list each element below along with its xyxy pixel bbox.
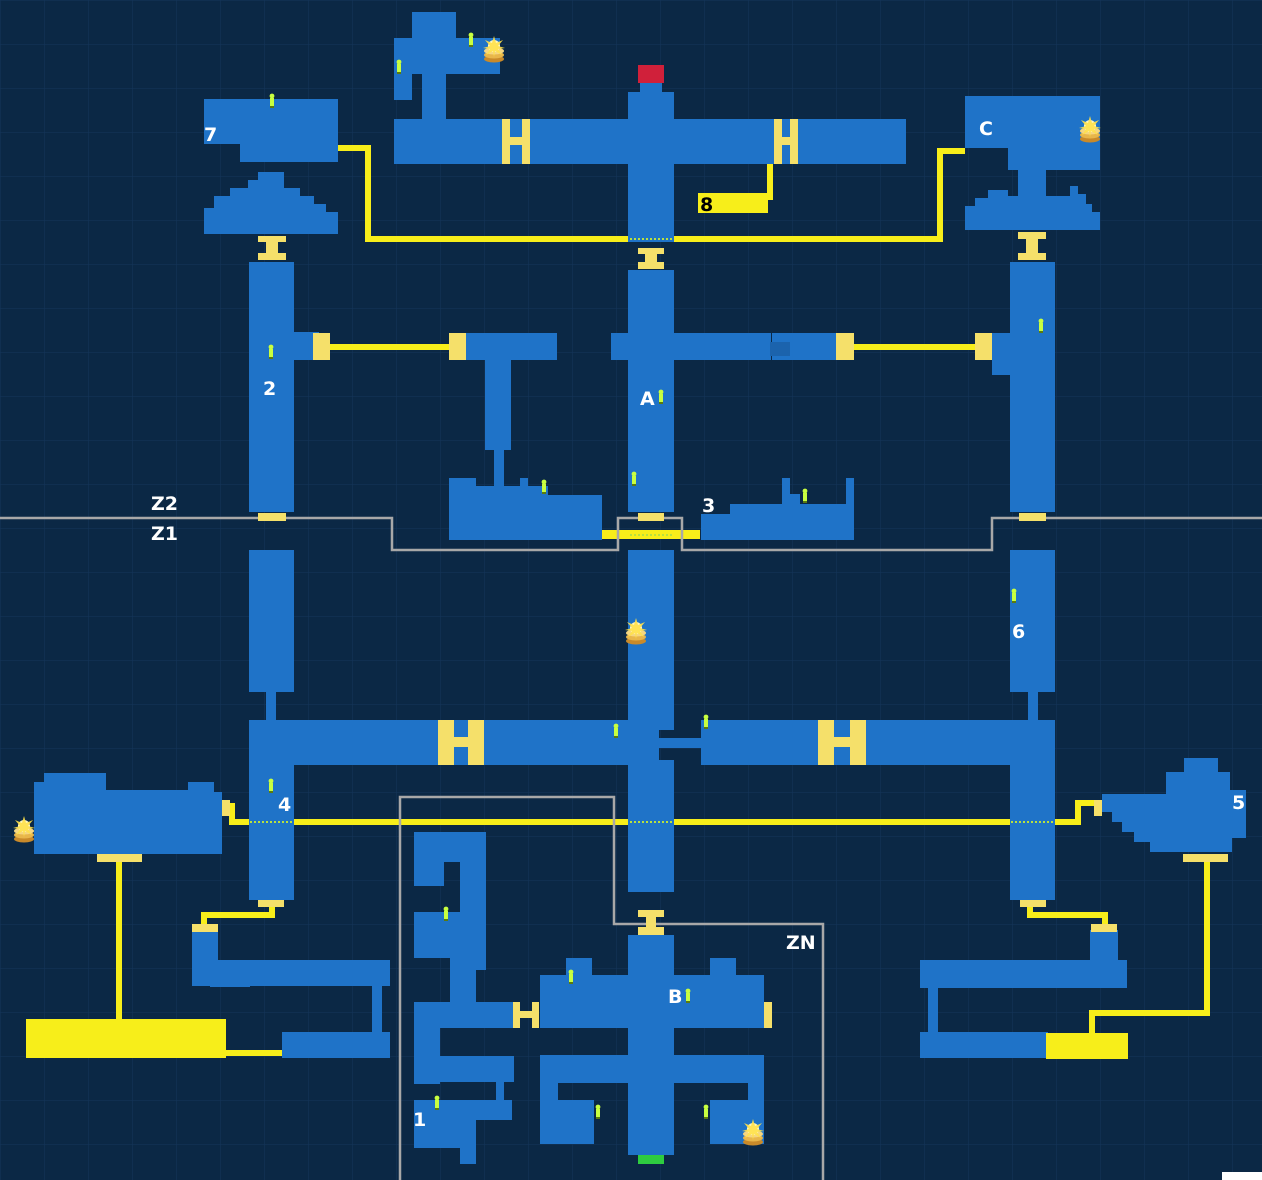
- key-icon: [595, 1104, 601, 1119]
- door-z-center: [638, 513, 664, 521]
- door-z-right: [1019, 513, 1046, 521]
- key-icon: [703, 714, 709, 729]
- corridor-row-822: [229, 800, 1100, 825]
- corridor-block-right: [1046, 1033, 1128, 1059]
- corridor-lower-right: [1027, 905, 1108, 930]
- gate-top-right: [774, 119, 798, 164]
- door-room5-under: [1183, 854, 1228, 862]
- door-332-right-a: [836, 333, 854, 360]
- start-marker: [638, 1155, 664, 1164]
- room-label-6: 6: [1012, 621, 1025, 643]
- key-icon: [568, 969, 574, 984]
- key-icon: [443, 906, 449, 921]
- door-left-bottom: [258, 900, 284, 907]
- corridor-lower-left: [201, 905, 275, 930]
- room-label-4: 4: [278, 794, 291, 816]
- room-label-3: 3: [702, 495, 715, 517]
- door-room4-right: [222, 800, 230, 816]
- door-left-top: [258, 236, 286, 242]
- gate-top-left: [502, 119, 530, 164]
- room-c-lower: [965, 186, 1100, 230]
- exit-marker: [638, 65, 664, 83]
- gate-zn-left: [513, 1002, 539, 1028]
- room-c: [965, 96, 1100, 148]
- key-icon: [1011, 588, 1017, 603]
- door-right-top: [1018, 232, 1046, 239]
- zone-label-zn: ZN: [786, 932, 816, 954]
- door-center-top: [638, 248, 664, 254]
- door-zn-right: [764, 1002, 772, 1028]
- key-icon: [613, 723, 619, 738]
- key-icon: [434, 1095, 440, 1110]
- key-icon: [802, 488, 808, 503]
- corridor-right-drop: [1089, 858, 1210, 1036]
- key-icon: [269, 93, 275, 108]
- room-2-column: [249, 262, 294, 512]
- door-332-left-a: [313, 333, 330, 360]
- room-a-column: [628, 270, 674, 512]
- key-icon: [658, 389, 664, 404]
- key-icon: [541, 479, 547, 494]
- key-icon: [1038, 318, 1044, 333]
- key-icon: [268, 778, 274, 793]
- door-right-bottom: [1020, 900, 1046, 907]
- door-zn-top: [638, 910, 664, 917]
- corridor-block-left: [26, 1019, 226, 1058]
- rooms: [34, 12, 1246, 1164]
- corner-white-mark: [1222, 1172, 1262, 1180]
- room-label-c: C: [979, 118, 993, 140]
- key-icon: [703, 1104, 709, 1119]
- room-7-lower: [204, 172, 338, 234]
- gate-mid-right: [818, 720, 866, 765]
- room-4: [34, 773, 222, 854]
- door-room5-left: [1094, 800, 1102, 816]
- room-label-8: 8: [700, 194, 713, 216]
- room-label-1: 1: [413, 1109, 426, 1131]
- door-lower-right: [1091, 924, 1117, 932]
- key-icon: [468, 32, 474, 47]
- room-label-7: 7: [204, 124, 217, 146]
- room-label-b: B: [668, 986, 682, 1008]
- room-top-spine: [628, 92, 674, 242]
- door-z-left: [258, 513, 286, 521]
- key-icon: [268, 344, 274, 359]
- gate-mid-left: [438, 720, 484, 765]
- room-5: [1102, 758, 1246, 852]
- corridor-8-stub: [698, 193, 768, 213]
- zone-label-z1: Z1: [151, 523, 178, 545]
- room-label-2: 2: [263, 378, 276, 400]
- key-icon: [685, 988, 691, 1003]
- room-label-a: A: [640, 388, 655, 410]
- door-room4-under: [97, 854, 142, 862]
- room-center-left-lower: [449, 478, 602, 540]
- doors: [97, 119, 1228, 1028]
- room-zn-spine: [628, 935, 674, 1155]
- key-icon: [396, 59, 402, 74]
- room-label-5: 5: [1232, 792, 1245, 814]
- key-icon: [631, 471, 637, 486]
- boundary-zn: [398, 795, 825, 1180]
- door-332-left-b: [449, 333, 466, 360]
- room-3: [701, 478, 854, 540]
- bridges: [250, 238, 1054, 823]
- door-332-right-b: [975, 333, 992, 360]
- zone-label-z2: Z2: [151, 493, 178, 515]
- door-lower-left: [192, 924, 218, 932]
